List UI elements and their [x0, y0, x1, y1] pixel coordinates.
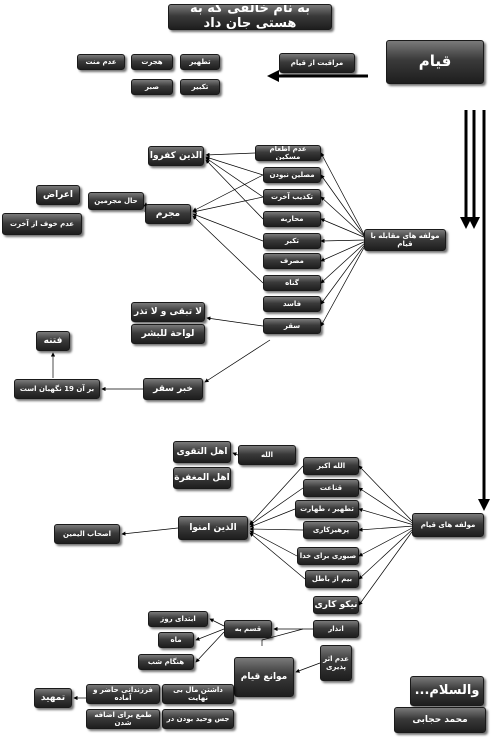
ahl-taqwa-box: اهل التقوی	[173, 441, 231, 463]
qiyam-box: قیام	[386, 40, 484, 84]
moraqebat-box: مراقبت از قیام	[279, 53, 355, 73]
connector-edge	[358, 526, 415, 557]
amanu-box: الذین امنوا	[178, 516, 248, 540]
top-item: تطهیر	[180, 54, 220, 70]
connector-edge	[249, 530, 298, 557]
mojrem-box: مجرم	[145, 204, 191, 224]
connector-edge	[358, 528, 415, 606]
obstacle-item: جس وحید بودن در	[162, 709, 234, 729]
top-item: عدم منت	[77, 54, 125, 70]
khabar-saqar-box: خبر سقر	[143, 378, 203, 400]
connector-edge	[261, 628, 304, 646]
qiyam-item: انذار	[313, 620, 359, 638]
connector-edge	[358, 487, 415, 525]
obstacle-item: داشتن مال بی نهایت	[162, 684, 234, 704]
connector-edge	[295, 662, 321, 673]
qiyam-components-hub: مولفه های قیام	[412, 513, 484, 537]
connector-edge	[249, 508, 296, 528]
connector-edge	[249, 526, 304, 532]
connector-edge	[121, 527, 179, 536]
qasam-box: قسم به	[224, 620, 272, 638]
qiyam-item: قناعت	[303, 479, 359, 497]
connector-edge	[192, 215, 264, 284]
connector-edge	[320, 240, 367, 262]
oath-item: هنگام شب	[138, 654, 194, 670]
qiyam-item: بیم از باطل	[305, 570, 359, 588]
allah-box: الله	[238, 445, 296, 465]
top-item: هجرت	[131, 54, 173, 70]
hal-mojremin-box: حال مجرمین	[88, 192, 144, 210]
title-box: به نام خالقی که به هستی جان داد	[168, 4, 332, 30]
opposing-item: تکبر	[263, 233, 321, 249]
qiyam-item: پرهیزکاری	[303, 521, 359, 539]
author-box: محمد حجابی	[394, 707, 486, 733]
connector-edge	[249, 532, 306, 580]
obstacle-item: طمع برای اضافه شدن	[86, 709, 160, 729]
connector-edge	[320, 241, 367, 284]
connector-edge	[320, 152, 367, 239]
connector-edge	[232, 452, 239, 457]
connector-edge	[249, 465, 304, 525]
connector-edge	[205, 152, 256, 157]
adam-asar-box: عدم اثر پذیری	[320, 645, 352, 681]
obstacles-title-box: موانع قیام	[234, 657, 294, 697]
connector-edge	[209, 618, 225, 627]
opposing-item: فاسد	[263, 296, 321, 312]
opposing-item: مصرف	[263, 253, 321, 269]
opposing-item: محاربه	[263, 211, 321, 227]
eraz-box: اعراض	[36, 185, 80, 205]
la-tobqi-box: لا تبقی و لا تذر	[131, 302, 205, 322]
adam-khof-box: عدم خوف از آخرت	[2, 213, 82, 235]
qiyam-item: تطهیر ، طهارت	[295, 500, 359, 518]
connector-edge	[320, 238, 367, 244]
kafaru-box: الذین کفروا	[148, 146, 204, 166]
obstacle-item: فرزندانی حاضر و آماده	[86, 684, 160, 704]
connector-edge	[358, 527, 415, 580]
opposing-hub: مولفه های مقابله با قیام	[364, 229, 446, 251]
opposing-item: گناه	[263, 275, 321, 291]
connector-edge	[358, 465, 415, 524]
top-item: تکبیر	[180, 79, 220, 95]
connector-edge	[358, 525, 415, 532]
connector-edge	[320, 242, 367, 305]
connector-edge	[204, 339, 271, 383]
connector-edge	[320, 174, 367, 239]
connector-edge	[205, 157, 264, 198]
connector-edge	[205, 156, 264, 176]
connector-edge	[249, 487, 304, 526]
closing-box: والسلام...	[410, 676, 484, 706]
fetne-box: فتنه	[36, 331, 70, 351]
edges	[50, 70, 490, 701]
connector-edge	[320, 218, 367, 239]
connector-edge	[192, 213, 264, 242]
tamhid-box: تمهید	[34, 688, 72, 708]
oath-item: ماه	[158, 632, 194, 648]
opposing-item: تکذیب آخرت	[263, 189, 321, 205]
connector-edge	[195, 631, 225, 663]
qiyam-item: نیکو کاری	[313, 596, 359, 614]
connector-edge	[192, 196, 264, 214]
opposing-item: عدم اطعام مسکین	[255, 145, 321, 161]
negahban-box: بر آن 19 نگهبان است	[14, 379, 100, 399]
connector-edge	[195, 628, 225, 641]
opposing-item: مصلین نبودن	[263, 167, 321, 183]
ahl-maghfira-box: اهل المغفرة	[173, 467, 231, 489]
qiyam-item: الله اکبر	[303, 457, 359, 475]
connector-edge	[358, 507, 415, 526]
top-item: صبر	[131, 79, 173, 95]
connector-edge	[320, 243, 367, 327]
lawwaha-box: لواحة للبشر	[131, 324, 205, 344]
yamin-box: اصحاب الیمین	[54, 524, 120, 544]
connector-edge	[320, 196, 367, 239]
oath-item: ابتدای روز	[148, 611, 208, 627]
opposing-item: سقر	[263, 318, 321, 334]
qiyam-item: صبوری برای خدا	[297, 547, 359, 565]
connector-edge	[206, 316, 264, 327]
connector-edge	[192, 174, 264, 212]
